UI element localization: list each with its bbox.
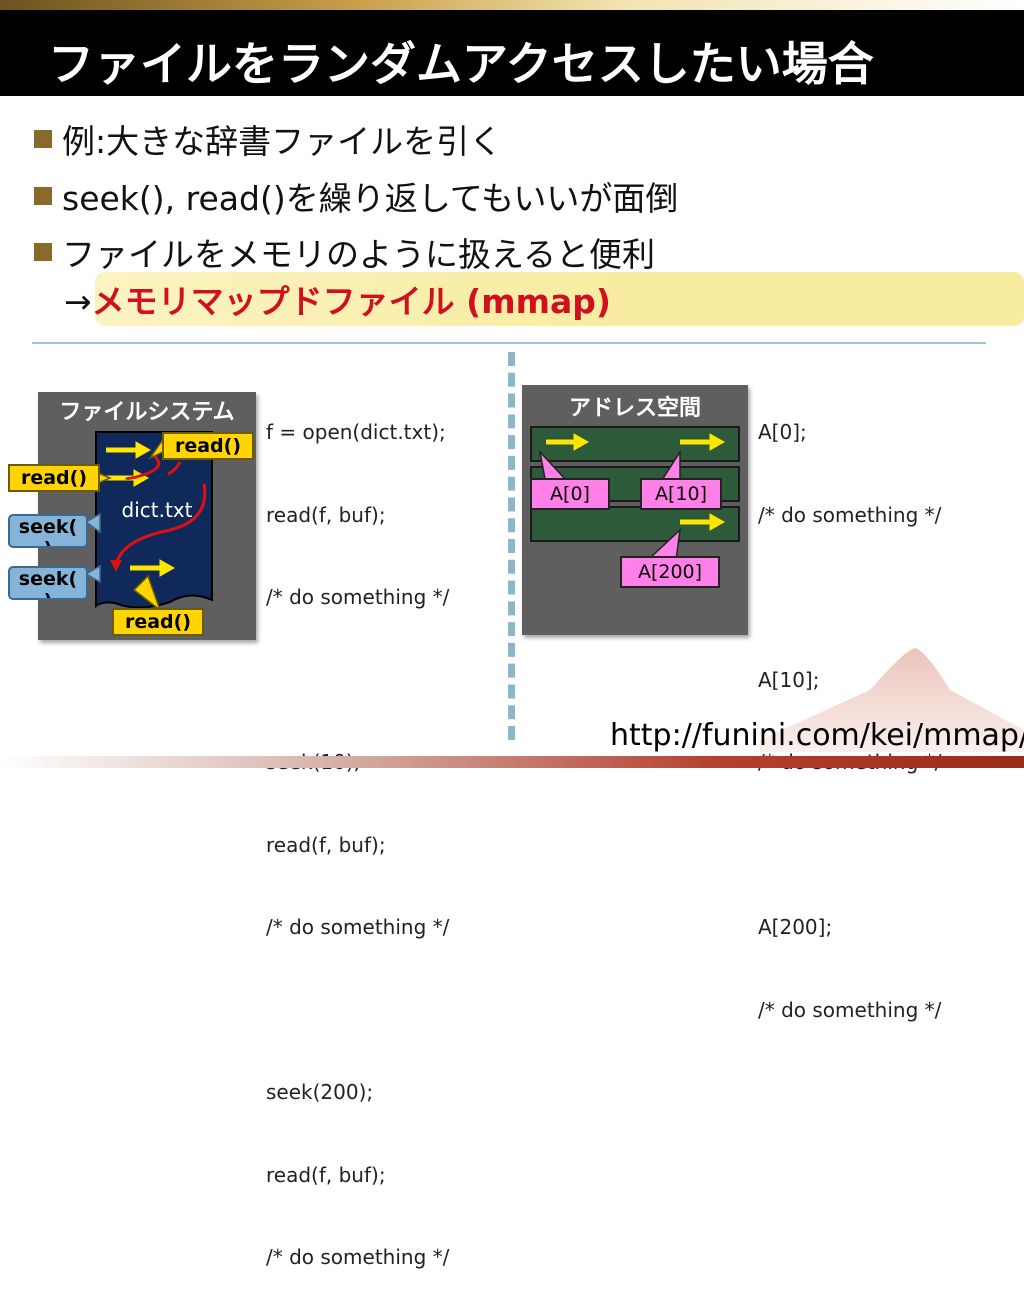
code-line: /* do something */ — [266, 1245, 450, 1269]
address-space-label: アドレス空間 — [568, 396, 701, 421]
mmap-text: メモリマップドファイル (mmap) — [91, 282, 611, 321]
code-line: read(f, buf); — [266, 832, 386, 857]
bullet-2-text: seek(), read()を繰り返してもいいが面倒 — [62, 179, 679, 218]
code-line: /* do something */ — [758, 997, 942, 1022]
read-label-left: read() — [8, 464, 100, 492]
mountain-watermark-icon — [760, 648, 1024, 752]
code-line — [758, 584, 941, 612]
yellow-arrow-icon — [546, 433, 590, 451]
bullet-3-text: ファイルをメモリのように扱えると便利 — [62, 235, 656, 274]
seek-label-1: seek( ) — [8, 514, 88, 548]
code-line: /* do something */ — [758, 502, 942, 527]
bullet-2: seek(), read()を繰り返してもいいが面倒 — [34, 172, 678, 220]
yellow-arrow-icon — [106, 441, 152, 459]
pointer-label-a0: A[0] — [530, 478, 610, 510]
code-line: /* do something */ — [266, 585, 450, 609]
bullet-square-icon — [34, 187, 52, 205]
bullet-1-text: 例:大きな辞書ファイルを引く — [62, 122, 503, 161]
source-url[interactable]: http://funini.com/kei/mmap/ — [610, 718, 1024, 753]
divider-line — [32, 342, 986, 344]
code-line: seek(200); — [266, 1080, 374, 1104]
code-line: f = open(dict.txt); — [266, 420, 446, 444]
seek-label-2: seek( ) — [8, 566, 88, 600]
code-line: read(f, buf); — [266, 1162, 386, 1187]
yellow-arrow-icon — [680, 433, 726, 451]
mmap-highlight — [95, 272, 1024, 326]
code-line: A[200]; — [758, 915, 833, 939]
bullet-square-icon — [34, 243, 52, 261]
code-line: A[0]; — [758, 420, 807, 444]
code-line: /* do something */ — [266, 915, 450, 939]
filesystem-diagram — [84, 431, 213, 613]
red-curved-arrow-icon — [167, 461, 182, 476]
title-bar: ファイルをランダムアクセスしたい場合 — [0, 10, 1024, 96]
address-space-arrows — [538, 433, 726, 561]
code-line: A[10]; — [758, 667, 820, 692]
code-right: A[0]; /* do something */ A[10]; /* do so… — [758, 364, 941, 1052]
dashed-divider — [508, 352, 515, 740]
bullet-3: ファイルをメモリのように扱えると便利 — [34, 228, 655, 276]
yellow-arrow-icon — [130, 559, 176, 577]
slide-title: ファイルをランダムアクセスしたい場合 — [48, 37, 874, 91]
red-curved-arrow-icon — [114, 483, 207, 567]
read-label-bottom: read() — [112, 608, 204, 636]
file-name: dict.txt — [121, 498, 193, 522]
read-label-top: read() — [162, 432, 254, 460]
bullet-1: 例:大きな辞書ファイルを引く — [34, 115, 502, 163]
red-curved-arrow-icon — [124, 452, 161, 480]
bottom-gradient-bar — [0, 756, 1024, 768]
bullet-square-icon — [34, 130, 52, 148]
code-line: read(f, buf); — [266, 502, 386, 527]
mmap-line: →メモリマップドファイル (mmap) — [64, 275, 611, 323]
filesystem-label: ファイルシステム — [59, 400, 235, 425]
pointer-label-a200: A[200] — [620, 556, 720, 588]
pointer-label-a10: A[10] — [640, 478, 722, 510]
yellow-arrow-icon — [680, 513, 726, 531]
code-line — [266, 997, 449, 1025]
mmap-arrow: → — [64, 282, 92, 321]
top-gradient-bar — [0, 0, 1024, 10]
code-line — [758, 832, 941, 860]
